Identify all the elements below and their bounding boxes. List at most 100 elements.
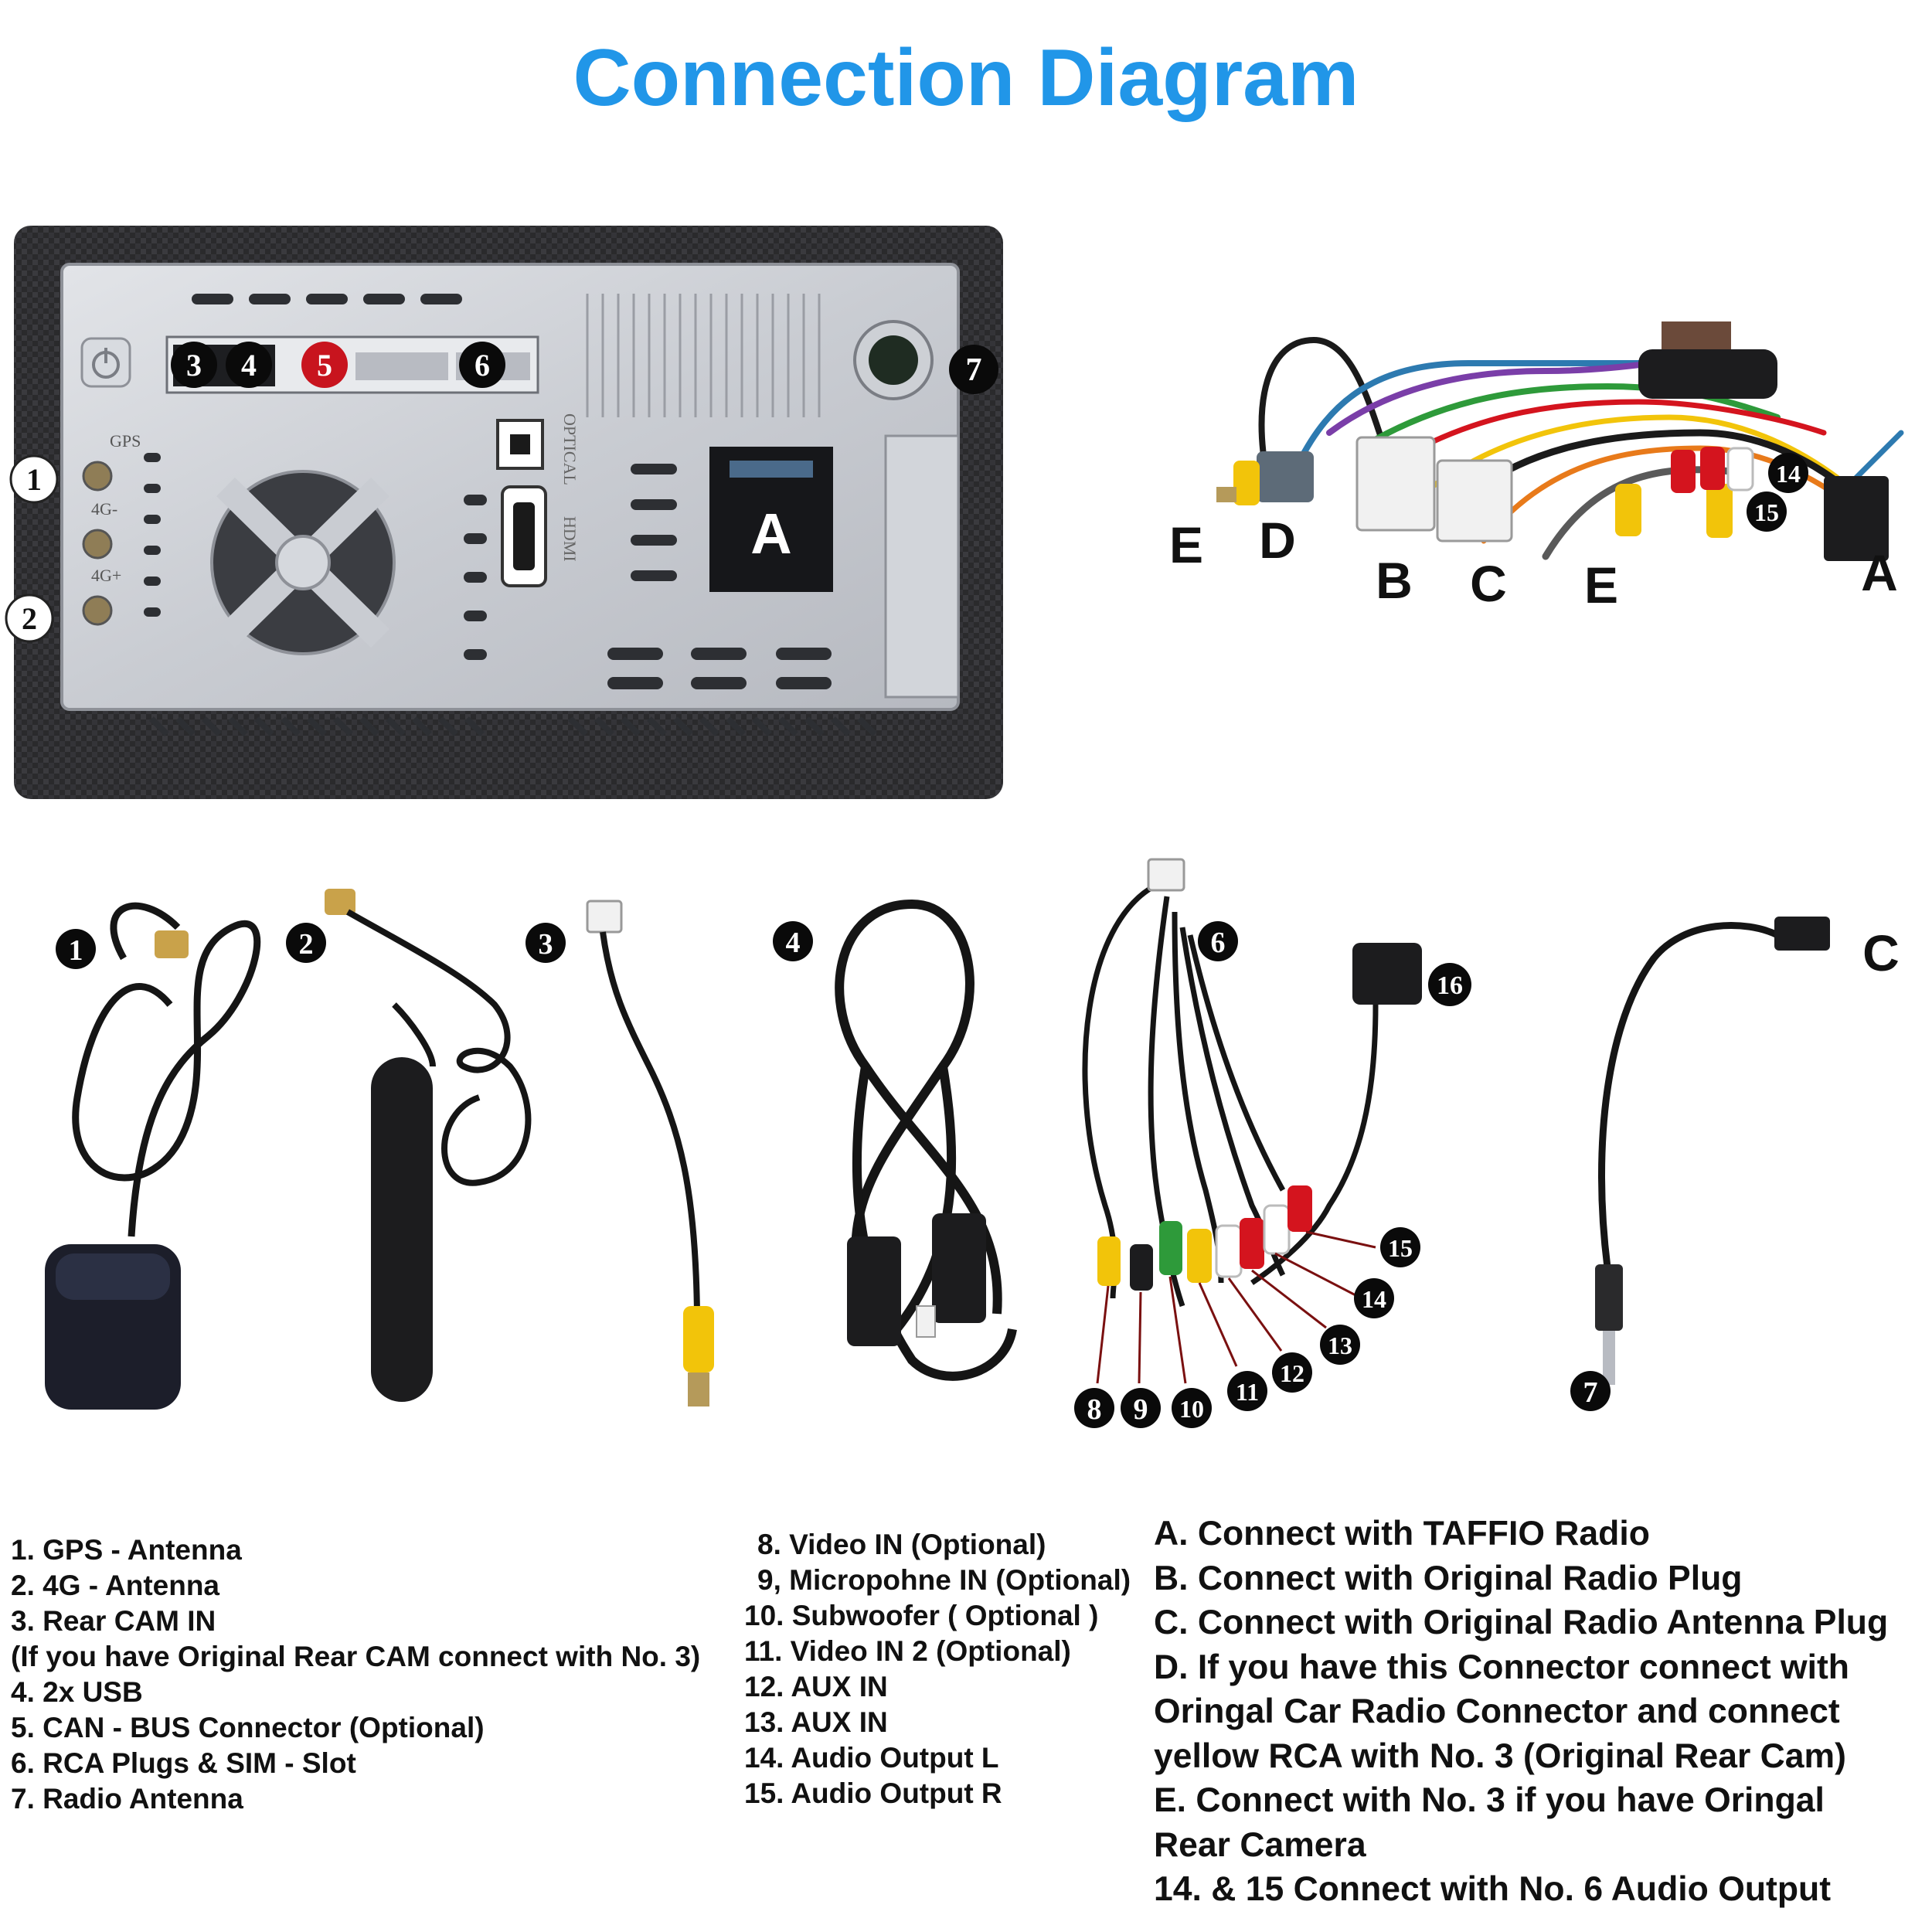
legend-item: 14. & 15 Connect with No. 6 Audio Output bbox=[1154, 1870, 1832, 1908]
harness-letter-e1: E bbox=[1169, 516, 1203, 573]
accessory-callout-7: 7 bbox=[1570, 1371, 1611, 1411]
legend-connectors: A. Connect with TAFFIO Radio B. Connect … bbox=[1154, 1512, 1888, 1912]
legend-item: Rear Camera bbox=[1154, 1825, 1366, 1864]
sim-module bbox=[1352, 943, 1422, 1005]
callout-6: 6 bbox=[459, 342, 505, 388]
svg-text:13: 13 bbox=[1328, 1332, 1352, 1359]
legend-item: B. Connect with Original Radio Plug bbox=[1154, 1559, 1743, 1597]
legend-item: 6. RCA Plugs & SIM - Slot bbox=[11, 1747, 356, 1779]
legend-item: 10. Subwoofer ( Optional ) bbox=[744, 1600, 1099, 1631]
callout-2: 2 bbox=[5, 594, 54, 643]
svg-text:14: 14 bbox=[1362, 1285, 1386, 1313]
rca-callout-10: 10 bbox=[1172, 1388, 1212, 1428]
antenna-ports bbox=[82, 461, 113, 626]
legend-item: 13. AUX IN bbox=[744, 1706, 888, 1738]
rca-leader-lines bbox=[1096, 1230, 1376, 1384]
harness-letter-b: B bbox=[1376, 552, 1413, 609]
legend-item: 14. Audio Output L bbox=[744, 1742, 999, 1774]
svg-text:7: 7 bbox=[1583, 1376, 1598, 1409]
vent-slots-top bbox=[192, 294, 462, 304]
side-module bbox=[884, 434, 960, 699]
legend-item: Oringal Car Radio Connector and connect bbox=[1154, 1692, 1840, 1730]
svg-text:2: 2 bbox=[299, 928, 314, 961]
accessory-callout-3: 3 bbox=[526, 923, 566, 963]
rca-callout-11: 11 bbox=[1227, 1371, 1267, 1411]
rca-callout-8: 8 bbox=[1074, 1388, 1114, 1428]
svg-text:4: 4 bbox=[786, 927, 801, 959]
legend-item: 11. Video IN 2 (Optional) bbox=[744, 1635, 1071, 1667]
legend-item: 9, Micropohne IN (Optional) bbox=[757, 1564, 1131, 1596]
4g-antenna bbox=[325, 889, 532, 1402]
svg-text:15: 15 bbox=[1754, 498, 1779, 526]
svg-text:3: 3 bbox=[539, 928, 553, 961]
rca-callout-14: 14 bbox=[1354, 1278, 1394, 1318]
rca-plugs-harness bbox=[1216, 447, 1754, 538]
svg-text:4: 4 bbox=[241, 348, 257, 383]
harness-connectors bbox=[1216, 436, 1889, 561]
svg-text:14: 14 bbox=[1776, 460, 1801, 488]
svg-text:12: 12 bbox=[1280, 1359, 1304, 1387]
callout-5: 5 bbox=[301, 342, 348, 388]
svg-text:8: 8 bbox=[1087, 1393, 1102, 1426]
legend-item: 7. Radio Antenna bbox=[11, 1783, 243, 1815]
vent-stripes-bottom bbox=[149, 716, 877, 736]
svg-text:2: 2 bbox=[22, 601, 37, 636]
head-unit-callouts: 1 2 3 4 5 6 7 bbox=[5, 342, 998, 643]
rca-harness-connector bbox=[1147, 858, 1185, 892]
connector-c bbox=[1436, 459, 1513, 543]
svg-text:6: 6 bbox=[474, 348, 490, 383]
rca-plugs bbox=[1097, 1185, 1312, 1291]
accessory-callout-6: 6 bbox=[1198, 921, 1238, 961]
harness-module bbox=[1638, 321, 1777, 399]
legend-item: D. If you have this Connector connect wi… bbox=[1154, 1648, 1849, 1686]
harness-letter-c: C bbox=[1470, 555, 1507, 612]
power-icon bbox=[80, 337, 131, 388]
legend-rca: 8. Video IN (Optional) 9, Micropohne IN … bbox=[744, 1527, 1131, 1811]
connector-a bbox=[1824, 476, 1889, 561]
legend-item: E. Connect with No. 3 if you have Oringa… bbox=[1154, 1781, 1825, 1819]
connector-d bbox=[1257, 451, 1314, 502]
svg-text:5: 5 bbox=[317, 348, 332, 383]
4g-plus-label: 4G+ bbox=[91, 566, 121, 585]
svg-text:9: 9 bbox=[1134, 1393, 1148, 1426]
usb-plugs bbox=[847, 1213, 986, 1346]
rear-cam-cable bbox=[586, 900, 714, 1406]
optical-label: OPTICAL bbox=[560, 413, 580, 485]
legend-item: 8. Video IN (Optional) bbox=[757, 1529, 1046, 1560]
callout-3: 3 bbox=[171, 342, 217, 388]
legend-item: 15. Audio Output R bbox=[744, 1777, 1002, 1809]
legend-item: yellow RCA with No. 3 (Original Rear Cam… bbox=[1154, 1736, 1846, 1775]
gps-port-label: GPS bbox=[110, 431, 141, 451]
gps-antenna bbox=[45, 902, 261, 1410]
svg-text:15: 15 bbox=[1388, 1234, 1413, 1262]
legend-item: 2. 4G - Antenna bbox=[11, 1570, 220, 1601]
legend-item: 12. AUX IN bbox=[744, 1671, 888, 1702]
harness-letter-e2: E bbox=[1584, 556, 1618, 614]
rca-callout-9: 9 bbox=[1121, 1388, 1161, 1428]
rca-callout-13: 13 bbox=[1320, 1325, 1360, 1365]
4g-minus-port bbox=[82, 529, 113, 560]
4g-plus-port bbox=[82, 595, 113, 626]
legend-item: 3. Rear CAM IN bbox=[11, 1605, 216, 1637]
harness-callouts: 14 15 bbox=[1747, 453, 1808, 532]
svg-text:7: 7 bbox=[966, 352, 982, 388]
callout-7: 7 bbox=[949, 345, 998, 394]
harness-callout-14: 14 bbox=[1768, 453, 1808, 493]
svg-text:1: 1 bbox=[26, 462, 42, 497]
connector-b bbox=[1355, 436, 1436, 532]
legend-item: A. Connect with TAFFIO Radio bbox=[1154, 1515, 1650, 1553]
svg-text:16: 16 bbox=[1437, 971, 1463, 1000]
legend-item: (If you have Original Rear CAM connect w… bbox=[11, 1641, 701, 1672]
accessory-callouts: 1 2 3 4 6 16 7 8 bbox=[56, 921, 1611, 1428]
accessory-callout-16: 16 bbox=[1428, 963, 1471, 1006]
harness-callout-15: 15 bbox=[1747, 492, 1787, 532]
legend-item: 4. 2x USB bbox=[11, 1676, 143, 1708]
cooling-fan bbox=[210, 470, 396, 655]
ribbed-panel bbox=[586, 294, 821, 417]
page-title: Connection Diagram bbox=[573, 33, 1359, 123]
accessory-callout-1: 1 bbox=[56, 929, 96, 969]
callout-1: 1 bbox=[9, 454, 59, 504]
svg-text:10: 10 bbox=[1179, 1395, 1204, 1423]
accessory-callout-2: 2 bbox=[286, 923, 326, 963]
